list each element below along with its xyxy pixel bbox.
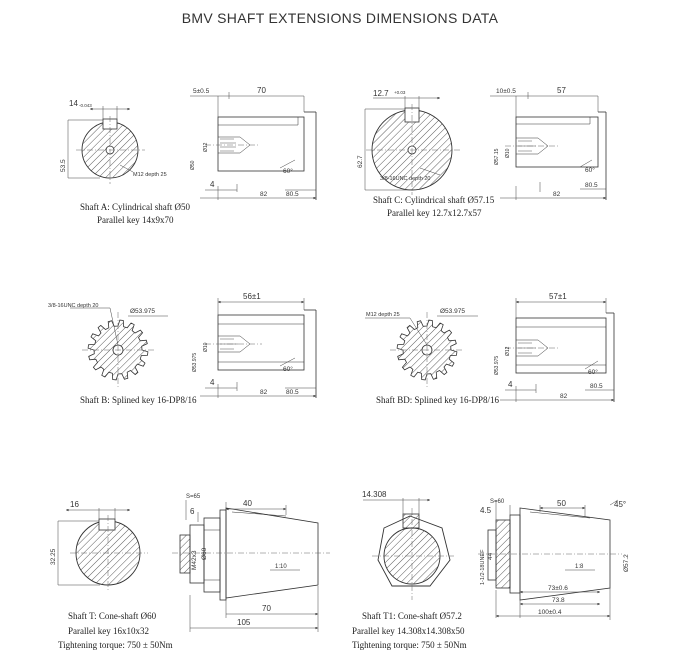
shaft-c-key-width: 12.7 [373,89,389,98]
shaft-t1-taper: 1:8 [575,564,584,570]
shaft-t1-key-caption: Parallel key 14.308x14.308x50 [352,626,465,636]
shaft-c-side-view [490,92,607,200]
shaft-a-end-view [67,106,145,184]
shaft-t-caption: Shaft T: Cone-shaft Ø60 [68,611,157,621]
shaft-t-key-caption: Parallel key 16x10x32 [68,626,149,636]
shaft-bd-dim-3: Ø12 [505,346,511,356]
shaft-c-caption: Shaft C: Cylindrical shaft Ø57.15 [373,195,495,205]
shaft-bd-side-view [500,298,615,402]
shaft-c-drawing: 12.7 +0.03 62.7 3/8-16UNC depth 20 10±0. [357,86,607,218]
shaft-t1-dim-4: 1-1/2-18UNEF [480,549,486,585]
shaft-a-drawing: 14 -0.043 53.5 M12 depth 25 [60,86,317,225]
shaft-t-s: S=65 [186,494,201,500]
shaft-t1-s: S=60 [490,499,505,505]
shaft-bd-dim-4: 4 [508,380,513,389]
shaft-c-dim-3: Ø57.15 [494,148,500,165]
shaft-b-dim-2: Ø53.975 [192,353,198,372]
shaft-t-dim-1: 6 [190,507,195,516]
shaft-bd-dim-2: Ø53.975 [494,356,500,375]
shaft-t-end-view [57,508,148,592]
shaft-b-spline-dim: Ø53.975 [130,308,155,315]
shaft-t1-dim-1: 4.5 [480,506,492,515]
shaft-bd-dim-6: 80.5 [590,383,603,390]
shaft-t1-side-view [478,499,622,620]
shaft-c-dim-5: 82 [553,191,561,198]
shaft-t1-key-width: 14.308 [362,490,387,499]
shaft-c-thread: 3/8-16UNC depth 20 [380,176,430,182]
shaft-b-dim-4: 4 [210,378,215,387]
shaft-bd-angle: 60° [588,368,598,376]
shaft-a-key-tol: -0.043 [79,103,92,108]
shaft-bd-dim-1: 57±1 [549,292,567,301]
shaft-a-dim-3: Ø50 [190,160,196,170]
shaft-t1-dim-7: 73±0.6 [548,585,568,592]
shaft-bd-thread: M12 depth 25 [366,312,400,318]
shaft-a-dim-5: 82 [260,191,268,198]
shaft-b-angle: 60° [283,365,293,373]
shaft-t-dim-2: 40 [243,499,252,508]
shaft-t-drawing: 16 32.25 S=65 6 40 M42x3 [50,494,330,650]
shaft-c-dim-4: Ø10 [505,148,511,158]
shaft-t1-end-view [363,498,454,600]
shaft-t-dim-6: 105 [237,618,251,627]
shaft-c-key-caption: Parallel key 12.7x12.7x57 [387,208,482,218]
shaft-a-dim-1: 5±0.5 [193,88,210,95]
shaft-a-dim-6: 80.5 [286,191,299,198]
shaft-t1-dim-5: 44 [487,552,494,560]
shaft-bd-dim-5: 82 [560,393,568,400]
shaft-t-dim-4: Ø60 [201,547,208,560]
shaft-t-dim-5: 70 [262,604,271,613]
shaft-bd-drawing: M12 depth 25 Ø53.975 57±1 Ø53.975 Ø12 [365,292,615,405]
shaft-t1-dim-8: 73.8 [552,597,565,604]
shaft-b-end-view [70,307,168,388]
shaft-bd-caption: Shaft BD: Splined key 16-DP8/16 [376,395,499,405]
shaft-a-thread: M12 depth 25 [133,172,167,178]
shaft-c-end-view [364,96,460,195]
shaft-t-torque: Tightening torque: 750 ± 50Nm [58,640,173,650]
shaft-b-dim-5: 82 [260,389,268,396]
shaft-a-dim-4: 4 [210,180,215,189]
shaft-b-caption: Shaft B: Splined key 16-DP8/16 [80,395,197,405]
shaft-t1-dim-2: 50 [557,499,566,508]
shaft-b-dim-3: Ø10 [203,342,209,352]
shaft-t-side-view [172,500,330,632]
shaft-a-key-caption: Parallel key 14x9x70 [97,215,174,225]
shaft-t-key-dim: 32.25 [50,548,57,565]
shaft-t1-drawing: 14.308 S=60 4.5 50 45° 1-1/2-18UNEF [352,490,630,650]
shaft-c-dim-6: 80.5 [585,182,598,189]
shaft-t-dim-3: M42x3 [191,550,198,570]
shaft-a-angle: 60° [283,167,293,175]
shaft-c-key-dim: 62.7 [357,155,364,168]
shaft-t1-caption: Shaft T1: Cone-shaft Ø57.2 [362,611,462,621]
shaft-c-dim-2: 57 [557,86,566,95]
shaft-bd-spline-dim: Ø53.975 [440,308,465,315]
shaft-a-side-view [190,92,317,200]
shaft-a-key-width: 14 [69,99,78,108]
shaft-b-dim-6: 80.5 [286,389,299,396]
shaft-t1-dim-9: 100±0.4 [538,609,562,616]
shaft-t1-dim-3: 45° [614,500,626,509]
shaft-b-drawing: 3/8-16UNC depth 20 Ø53.975 56±1 Ø53.975 [48,292,317,405]
shaft-b-dim-1: 56±1 [243,292,261,301]
shaft-a-dim-7: Ø12 [203,142,209,152]
page-title: BMV SHAFT EXTENSIONS DIMENSIONS DATA [181,10,499,26]
shaft-a-caption: Shaft A: Cylindrical shaft Ø50 [80,202,190,212]
shaft-a-key-dim: 53.5 [60,159,67,172]
shaft-bd-end-view [365,312,478,388]
shaft-c-key-tol: +0.03 [394,90,406,95]
shaft-t-key-width: 16 [70,500,79,509]
shaft-b-thread: 3/8-16UNC depth 20 [48,303,98,309]
shaft-t1-torque: Tightening torque: 750 ± 50Nm [352,640,467,650]
shaft-b-side-view [200,298,317,398]
shaft-t1-dim-6: Ø57.2 [623,554,630,572]
shaft-c-dim-1: 10±0.5 [496,88,516,95]
shaft-c-angle: 60° [585,166,595,174]
shaft-t-taper: 1:10 [275,564,287,570]
shaft-a-dim-2: 70 [257,86,266,95]
